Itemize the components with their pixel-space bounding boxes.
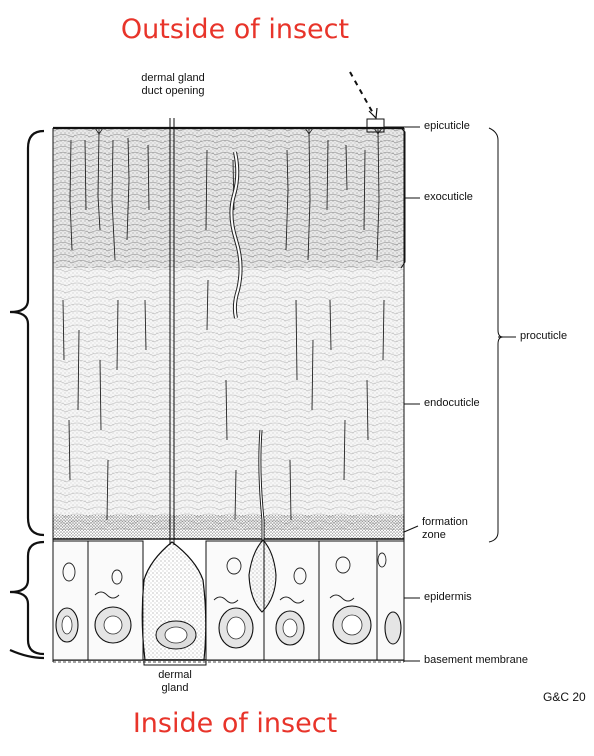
image-credit: G&C 20 <box>543 690 586 704</box>
left-braces <box>9 129 45 660</box>
label-exocuticle: exocuticle <box>424 191 473 203</box>
inside-of-insect-title: Inside of insect <box>132 708 338 739</box>
right-brackets <box>400 127 504 543</box>
leader-lines <box>384 126 516 662</box>
label-dermal-gland-duct-opening: dermal gland duct opening <box>141 72 205 97</box>
cuticle-block <box>52 126 405 662</box>
small-gland-cell <box>248 539 277 613</box>
label-dermal-gland: dermal gland <box>158 669 192 694</box>
inset-pointer-arrow <box>349 71 375 116</box>
dermal-gland-duct <box>169 118 175 545</box>
label-epicuticle: epicuticle <box>424 120 470 132</box>
pore-canal-openings <box>94 127 383 135</box>
label-basement-membrane: basement membrane <box>424 654 528 666</box>
outside-of-insect-title: Outside of insect <box>120 14 350 45</box>
cell-organelles <box>62 552 387 604</box>
epicuticle-inset-box <box>366 118 385 133</box>
pore-canals <box>62 131 385 521</box>
label-formation-zone: formation zone <box>422 516 468 541</box>
label-endocuticle: endocuticle <box>424 397 480 409</box>
dermal-gland-bracket <box>143 661 207 666</box>
label-epidermis: epidermis <box>424 591 472 603</box>
label-procuticle: procuticle <box>520 330 568 342</box>
